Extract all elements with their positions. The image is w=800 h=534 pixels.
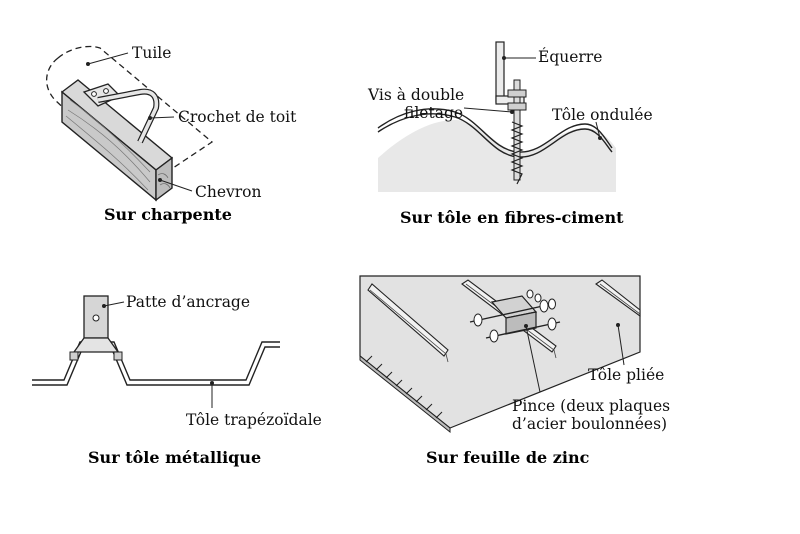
- caption-tole-metallique: Sur tôle métallique: [88, 448, 261, 467]
- fibre-cement-ground: [378, 120, 616, 192]
- panel-charpente: Tuile Crochet de toit Chevron Sur charpe…: [46, 44, 297, 224]
- trapezoidal-sheet: [32, 341, 280, 381]
- screw-label-line1: Vis à double: [367, 86, 464, 104]
- caption-feuille-zinc: Sur feuille de zinc: [426, 448, 590, 467]
- screw-label-line2: filetage: [404, 104, 463, 122]
- double-thread-screw: [507, 79, 527, 185]
- bracket-label: Équerre: [538, 48, 602, 66]
- rafter-drawing: [60, 79, 174, 202]
- clamp-label-line2: d’acier boulonnées): [512, 415, 667, 433]
- zinc-sheet-surface: [359, 275, 641, 429]
- corrugated-sheet-label: Tôle ondulée: [552, 106, 653, 124]
- clamp-label-line1: Pince (deux plaques: [512, 397, 670, 415]
- panel-tole-metallique: Patte d’ancrage Tôle trapézoïdale Sur tô…: [32, 293, 322, 467]
- roof-hook-label: Crochet de toit: [178, 108, 297, 126]
- roof-hook-drawing: [82, 83, 160, 144]
- folded-sheet-label: Tôle pliée: [588, 366, 664, 384]
- caption-fibres-ciment: Sur tôle en fibres-ciment: [400, 208, 624, 227]
- tile-label: Tuile: [132, 44, 171, 62]
- trapezoidal-sheet-label: Tôle trapézoïdale: [186, 411, 322, 429]
- caption-charpente: Sur charpente: [104, 205, 232, 224]
- anchor-label: Patte d’ancrage: [126, 293, 250, 311]
- panel-feuille-zinc: Tôle pliée Pince (deux plaques d’acier b…: [359, 275, 670, 467]
- clamp-drawing: [469, 289, 561, 343]
- panel-fibres-ciment: Équerre Vis à double filetage Tôle ondul…: [367, 41, 653, 227]
- rafter-label: Chevron: [195, 183, 262, 201]
- anchor-bracket-drawing: [69, 295, 123, 361]
